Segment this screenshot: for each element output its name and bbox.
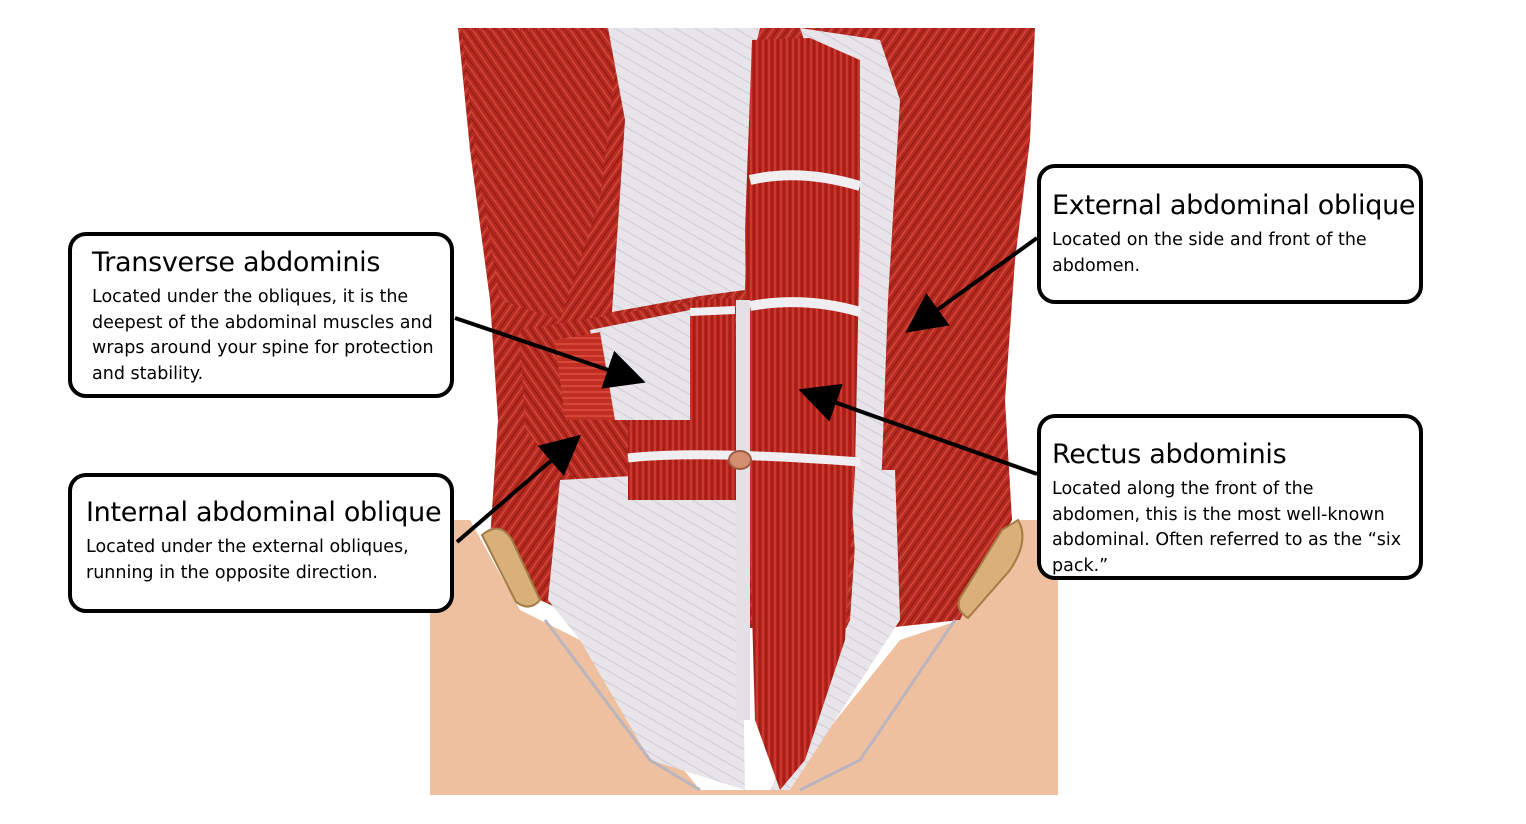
callout-description: Located under the obliques, it is the de… [92, 287, 434, 384]
callout-transverse-abdominis: Transverse abdominis Located under the o… [68, 232, 454, 398]
callout-rectus-abdominis: Rectus abdominis Located along the front… [1037, 414, 1423, 580]
callout-internal-abdominal-oblique: Internal abdominal oblique Located under… [68, 473, 454, 613]
rectus-left-segment [690, 298, 738, 500]
hip-bone-right [957, 518, 1024, 620]
callout-title: External abdominal oblique [1052, 190, 1416, 221]
navel [728, 450, 752, 470]
callout-title: Internal abdominal oblique [86, 497, 442, 528]
serratus-left [462, 30, 620, 320]
tendinous-line-2 [749, 297, 862, 317]
callout-external-abdominal-oblique: External abdominal oblique Located on th… [1037, 164, 1423, 304]
callout-title: Transverse abdominis [92, 247, 381, 278]
linea-alba [736, 300, 750, 720]
callout-title: Rectus abdominis [1052, 439, 1287, 470]
inguinal-right [799, 619, 957, 792]
callout-description: Located along the front of the abdomen, … [1052, 479, 1402, 576]
fascia-lower-right [770, 470, 900, 790]
callout-description: Located on the side and front of the abd… [1052, 230, 1367, 276]
tendinous-line-4 [689, 306, 736, 316]
fascia-left [608, 28, 760, 312]
skin-area [430, 520, 1058, 795]
tendinous-line-1 [748, 170, 862, 191]
callout-description: Located under the external obliques, run… [86, 537, 409, 583]
fascia-lower [548, 470, 745, 790]
inguinal-left [543, 619, 701, 792]
